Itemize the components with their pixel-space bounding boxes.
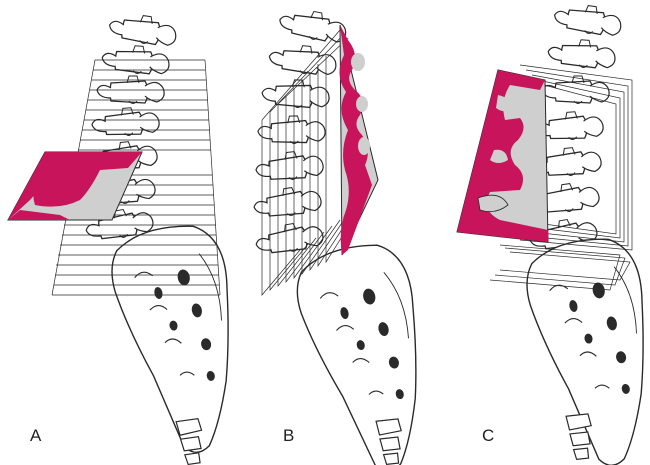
section-plane-a — [7, 151, 143, 221]
spine-a — [83, 10, 263, 465]
panel-c — [456, 0, 650, 465]
slice-stack-c — [489, 64, 633, 291]
panel-a — [7, 10, 263, 465]
section-plane-c — [456, 69, 549, 243]
section-plane-b — [339, 24, 379, 256]
panel-label-a: A — [30, 426, 42, 445]
panel-label-c: C — [482, 426, 495, 445]
slice-stack-b — [261, 29, 365, 296]
panel-label-b: B — [283, 426, 295, 445]
panel-b — [251, 5, 454, 465]
